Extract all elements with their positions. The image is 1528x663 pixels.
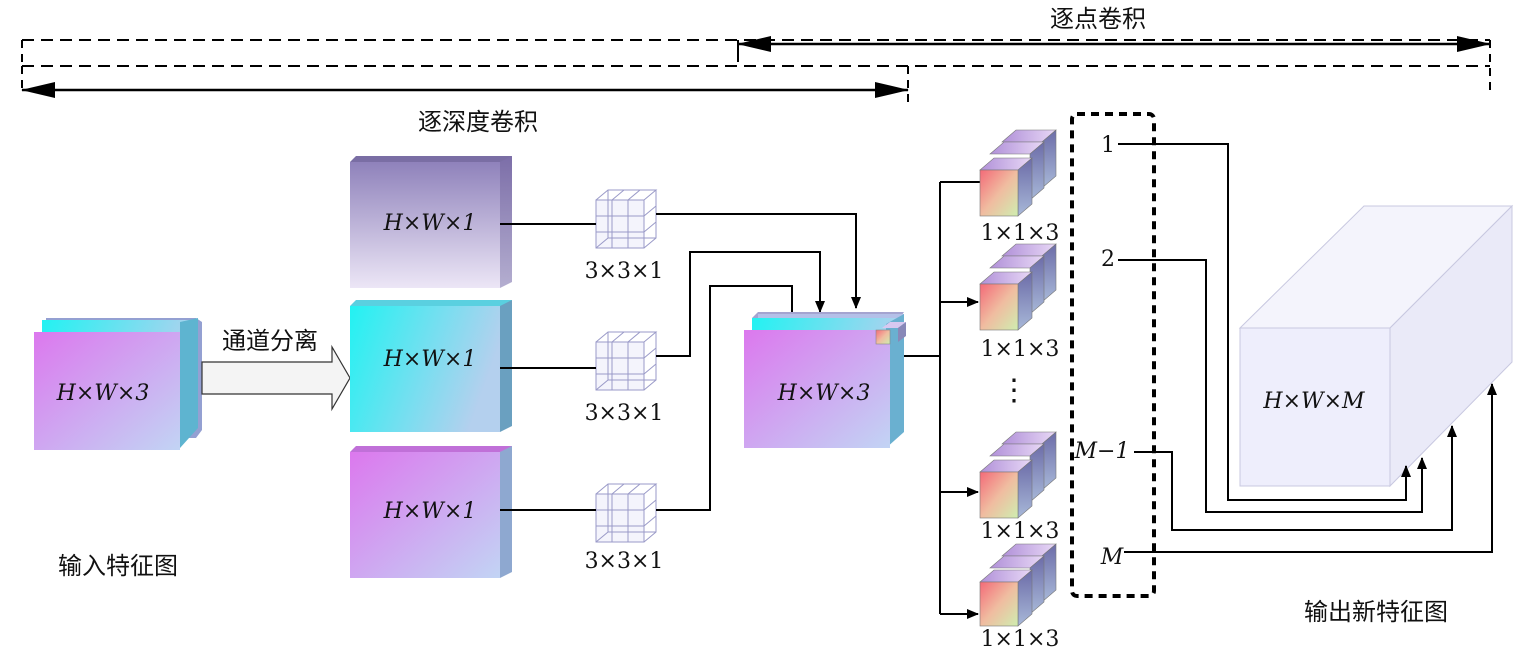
kernel-3 bbox=[595, 483, 658, 543]
output-dims: H×W×M bbox=[1262, 389, 1365, 414]
channel-map-1: H×W×1 bbox=[350, 156, 512, 288]
pointwise-bracket: 逐点卷积 bbox=[21, 5, 1491, 90]
pointwise-ellipsis: ⋮ bbox=[999, 373, 1029, 408]
tiny-cube-icon bbox=[875, 322, 906, 345]
fanout-lines bbox=[904, 181, 980, 619]
split-label: 通道分离 bbox=[222, 327, 318, 355]
output-index-box bbox=[1070, 112, 1156, 598]
kernel-2 bbox=[595, 331, 658, 391]
channel-1-dims: H×W×1 bbox=[383, 211, 477, 236]
pointwise-kernel-4-label: 1×1×3 bbox=[981, 627, 1060, 652]
output-index-2: 2 bbox=[1101, 247, 1115, 272]
output-routing-arrows bbox=[1118, 143, 1497, 553]
output-feature-map: H×W×M 输出新特征图 bbox=[1238, 204, 1514, 626]
pointwise-kernel-4 bbox=[979, 543, 1057, 627]
kernel-1-label: 3×3×1 bbox=[585, 259, 664, 284]
output-caption: 输出新特征图 bbox=[1304, 598, 1448, 626]
pointwise-kernel-3-label: 1×1×3 bbox=[981, 519, 1060, 544]
merged-dims: H×W×3 bbox=[777, 381, 871, 406]
output-index-1: 1 bbox=[1101, 133, 1115, 158]
channel-map-3: H×W×1 bbox=[350, 446, 512, 578]
pointwise-kernel-3 bbox=[979, 431, 1057, 519]
channel-2-dims: H×W×1 bbox=[383, 347, 477, 372]
output-index-m: M bbox=[1100, 545, 1124, 570]
output-index-m-1: M−1 bbox=[1074, 439, 1130, 464]
depthwise-bracket: 逐深度卷积 bbox=[21, 65, 1490, 136]
depthwise-label: 逐深度卷积 bbox=[418, 108, 538, 136]
pointwise-label: 逐点卷积 bbox=[1050, 5, 1146, 33]
channel-map-2: H×W×1 bbox=[350, 300, 512, 432]
pointwise-kernel-1 bbox=[979, 129, 1057, 217]
split-arrow: 通道分离 bbox=[201, 327, 351, 412]
input-dims: H×W×3 bbox=[56, 381, 150, 406]
input-feature-map: H×W×3 输入特征图 bbox=[34, 318, 202, 580]
kernel-1 bbox=[595, 189, 658, 249]
kernel-2-label: 3×3×1 bbox=[585, 401, 664, 426]
pointwise-kernel-1-label: 1×1×3 bbox=[981, 221, 1060, 246]
pointwise-kernel-2 bbox=[979, 243, 1057, 331]
pointwise-kernel-2-label: 1×1×3 bbox=[981, 337, 1060, 362]
kernel-3-label: 3×3×1 bbox=[585, 549, 664, 574]
merged-feature-map: H×W×3 bbox=[744, 312, 906, 448]
kernel-to-merged-arrows bbox=[656, 213, 861, 511]
channel-to-kernel-lines bbox=[500, 223, 596, 511]
channel-3-dims: H×W×1 bbox=[383, 499, 477, 524]
input-caption: 输入特征图 bbox=[58, 552, 178, 580]
